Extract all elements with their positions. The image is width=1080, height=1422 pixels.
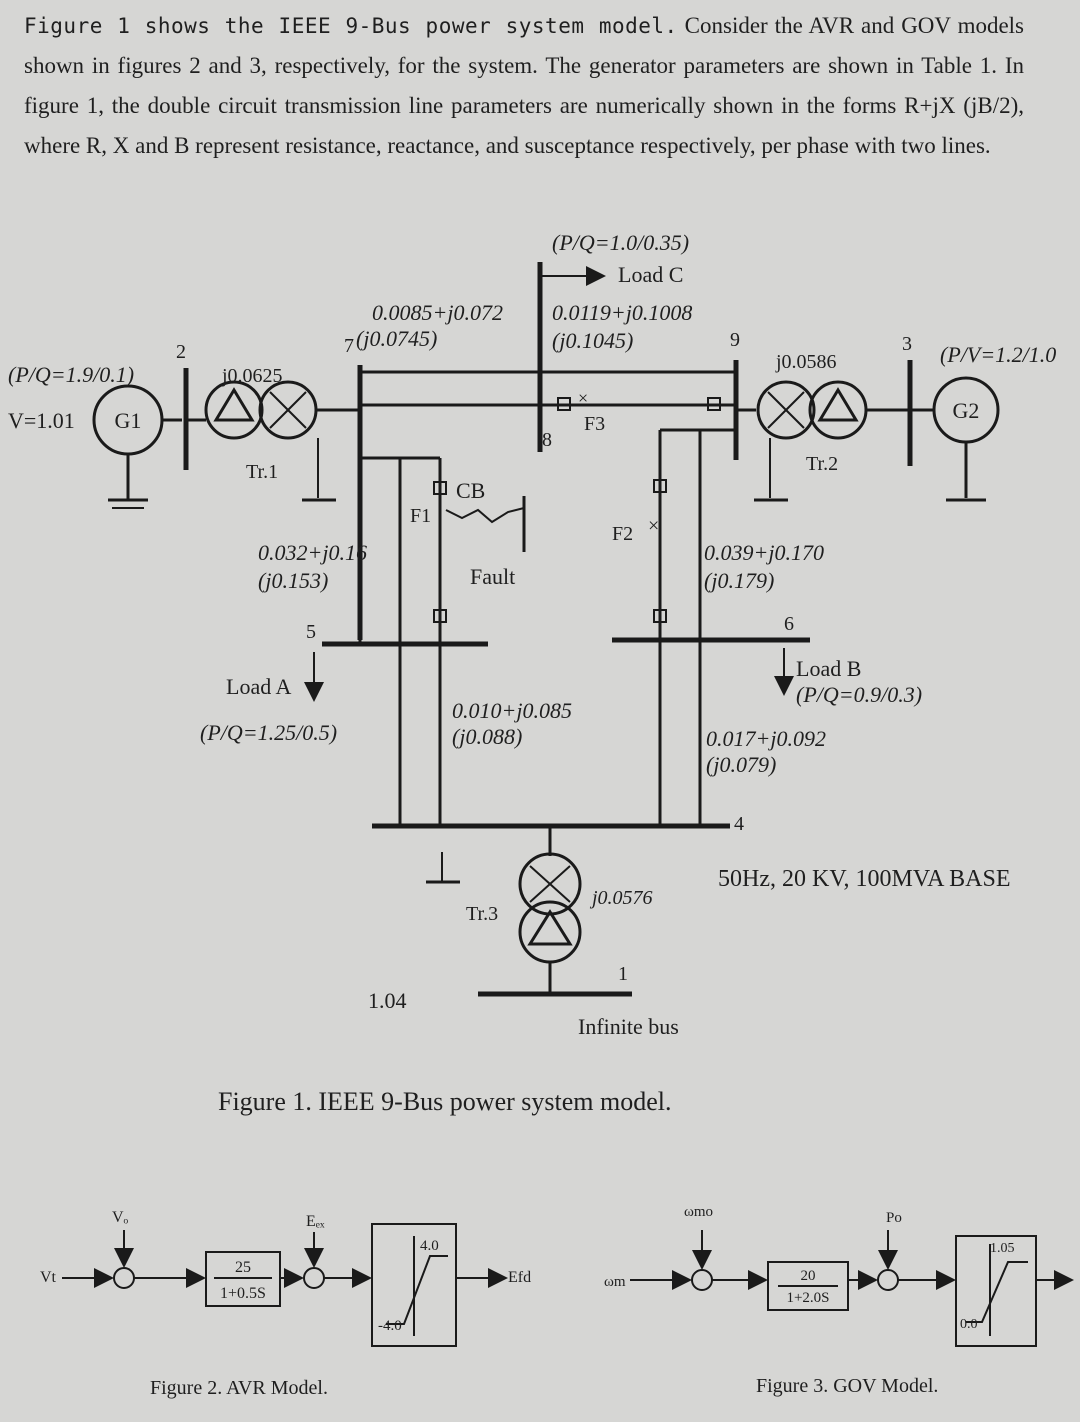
- line-7-5-impedance: 0.032+j0.16: [258, 540, 367, 565]
- load-c-label: Load C: [618, 262, 683, 287]
- tr2-label: Tr.2: [806, 453, 838, 475]
- bus-5-label: 5: [306, 621, 316, 643]
- infinite-bus-label: Infinite bus: [578, 1014, 679, 1039]
- fault-f1-label: F1: [410, 505, 431, 527]
- intro-text: Consider the AVR and GOV models shown in…: [24, 13, 1025, 158]
- line-8-9-impedance: 0.0119+j0.1008: [552, 300, 692, 325]
- figure-3-gov: ωm ωmo 20 1+2.0S Po 1.05 0.0: [604, 1204, 1074, 1347]
- load-c-pq: (P/Q=1.0/0.35): [552, 230, 689, 255]
- g1-pq: (P/Q=1.9/0.1): [8, 362, 134, 387]
- load-b-label: Load B: [796, 656, 861, 681]
- avr-denominator: 1+0.5S: [220, 1285, 266, 1302]
- fault-label: Fault: [470, 564, 515, 589]
- f2-marker: ×: [648, 515, 659, 537]
- gov-max: 1.05: [990, 1241, 1015, 1256]
- tr2-reactance: j0.0586: [775, 351, 837, 373]
- avr-input-label: Vt: [40, 1269, 57, 1286]
- line-6-4-impedance: 0.017+j0.092: [706, 726, 826, 751]
- bus-1-label: 1: [618, 963, 628, 985]
- tr3-label: Tr.3: [466, 903, 498, 925]
- line-9-6-susceptance: (j0.179): [704, 568, 774, 593]
- line-9-6-impedance: 0.039+j0.170: [704, 540, 824, 565]
- intro-lead: Figure 1 shows the IEEE 9-Bus power syst…: [24, 14, 678, 38]
- transformer-tr3: [426, 852, 582, 994]
- infinite-bus-voltage: 1.04: [368, 988, 407, 1013]
- gov-ref-label: ωmo: [684, 1204, 713, 1220]
- f3-marker: ×: [578, 388, 588, 408]
- tr3-reactance: j0.0576: [589, 887, 653, 909]
- bus-8-label: 8: [542, 429, 552, 451]
- avr-output-label: Efd: [508, 1269, 531, 1286]
- system-base: 50Hz, 20 KV, 100MVA BASE: [718, 866, 1011, 892]
- line-8-9-susceptance: (j0.1045): [552, 328, 633, 353]
- gov-min: 0.0: [960, 1317, 978, 1332]
- gov-denominator: 1+2.0S: [786, 1290, 829, 1306]
- avr-min: -4.0: [378, 1318, 402, 1334]
- transformer-tr2: [754, 380, 908, 502]
- figure-2-avr: Vt Vₒ 25 1+0.5S Eₑₓ 4.0 -4.0 Efd: [40, 1209, 531, 1347]
- line-7-8-impedance: 0.0085+j0.072: [372, 300, 503, 325]
- line-6-4-susceptance: (j0.079): [706, 752, 776, 777]
- avr-exc-label: Eₑₓ: [306, 1213, 325, 1230]
- generator-g2: G2: [932, 376, 1000, 502]
- circuit-breaker-label: CB: [456, 478, 485, 503]
- avr-gain: 25: [235, 1259, 251, 1276]
- gov-input-label: ωm: [604, 1274, 626, 1290]
- figure-2-caption: Figure 2. AVR Model.: [150, 1377, 328, 1399]
- line-7-8-susceptance: (j0.0745): [356, 326, 437, 351]
- line-7-5-susceptance: (j0.153): [258, 568, 328, 593]
- load-b-pq: (P/Q=0.9/0.3): [796, 682, 922, 707]
- g1-voltage: V=1.01: [8, 408, 75, 433]
- avr-max: 4.0: [420, 1238, 439, 1254]
- load-a-label: Load A: [226, 674, 291, 699]
- bus-7-label: 7: [344, 335, 354, 357]
- bus-4-label: 4: [734, 813, 744, 835]
- figure-3-caption: Figure 3. GOV Model.: [756, 1375, 938, 1397]
- generator-g1: G1: [92, 384, 182, 509]
- figure-1-caption: Figure 1. IEEE 9-Bus power system model.: [218, 1087, 672, 1116]
- bus-3-label: 3: [902, 333, 912, 355]
- gov-gain: 20: [801, 1268, 816, 1284]
- bus-2-label: 2: [176, 341, 186, 363]
- intro-paragraph: Figure 1 shows the IEEE 9-Bus power syst…: [24, 6, 1024, 166]
- fault-f3-label: F3: [584, 413, 605, 435]
- fault-f2-label: F2: [612, 523, 633, 545]
- g1-label: G1: [115, 408, 142, 433]
- load-a-pq: (P/Q=1.25/0.5): [200, 720, 337, 745]
- bus-6-label: 6: [784, 613, 794, 635]
- tr1-reactance: j0.0625: [221, 365, 283, 387]
- gov-p0-label: Po: [886, 1210, 902, 1226]
- g2-pv: (P/V=1.2/1.0: [940, 342, 1056, 367]
- avr-ref-label: Vₒ: [112, 1209, 129, 1226]
- line-5-4-susceptance: (j0.088): [452, 724, 522, 749]
- tr1-label: Tr.1: [246, 461, 278, 483]
- transformer-tr1: [204, 380, 360, 502]
- line-5-4-impedance: 0.010+j0.085: [452, 698, 572, 723]
- bus-9-label: 9: [730, 329, 740, 351]
- g2-label: G2: [953, 398, 980, 423]
